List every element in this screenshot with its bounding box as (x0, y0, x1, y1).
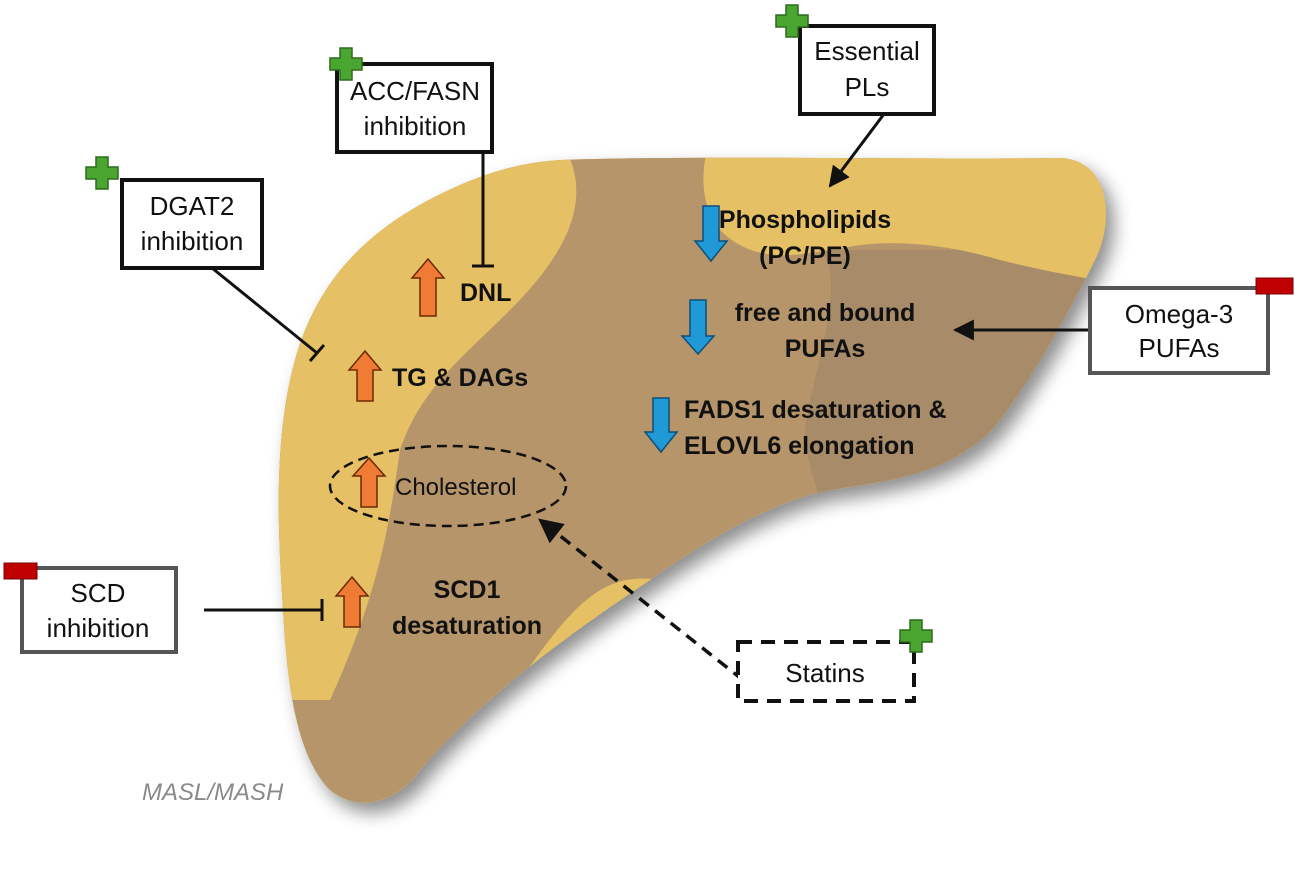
intervention-omega3: Omega-3 PUFAs (1088, 277, 1294, 375)
down-arrow-icon (680, 299, 716, 356)
intervention-essential-pls: Essential PLs (775, 4, 936, 116)
statins-label: Statins (785, 658, 865, 688)
up-arrow-icon (410, 257, 446, 317)
change-dnl: DNL (410, 257, 511, 317)
up-arrow-icon (351, 456, 387, 508)
intervention-dgat2: DGAT2 inhibition (85, 156, 264, 270)
change-fads1: FADS1 desaturation & ELOVL6 elongation (643, 396, 947, 460)
essential-pls-arrow (828, 113, 886, 188)
down-arrow-icon (693, 205, 729, 263)
intervention-scd: SCD inhibition (3, 562, 178, 654)
omega3-box (1088, 286, 1270, 375)
scd-label-line2: inhibition (47, 613, 150, 643)
essential-pls-box (798, 24, 936, 116)
cholesterol-highlight-ellipse (328, 444, 568, 528)
up-arrow-icon (334, 575, 370, 628)
change-scd1: SCD1 desaturation (334, 575, 542, 640)
acc-fasn-label-line1: ACC/FASN (350, 76, 480, 106)
dgat2-label-line1: DGAT2 (150, 191, 235, 221)
scd1-label-line2: desaturation (392, 612, 542, 640)
pufas-label-line2: PUFAs (785, 335, 866, 363)
minus-icon (1255, 277, 1294, 295)
omega3-label-line1: Omega-3 (1125, 299, 1233, 329)
up-arrow-icon (347, 349, 383, 402)
tg-dags-label: TG & DAGs (392, 364, 528, 392)
change-pufas: free and bound PUFAs (680, 299, 916, 363)
acc-fasn-box (335, 62, 494, 154)
change-phospholipids: Phospholipids (PC/PE) (693, 205, 891, 270)
essential-pls-label-line1: Essential (814, 36, 920, 66)
dgat2-label-line2: inhibition (141, 226, 244, 256)
cholesterol-label: Cholesterol (395, 474, 516, 501)
liver-light-region-top (703, 157, 1106, 290)
dnl-label: DNL (460, 279, 511, 307)
plus-icon (899, 619, 933, 653)
essential-pls-label-line2: PLs (845, 72, 890, 102)
dgat2-inhibit-line (211, 266, 318, 355)
statins-box (736, 640, 916, 703)
pufas-label-line1: free and bound (735, 299, 916, 327)
intervention-acc-fasn: ACC/FASN inhibition (329, 47, 494, 154)
dgat2-box (120, 178, 264, 270)
change-cholesterol: Cholesterol (351, 456, 516, 508)
connectors (204, 113, 1090, 682)
plus-icon (329, 47, 363, 81)
minus-icon (3, 562, 38, 580)
down-arrow-icon (643, 397, 679, 454)
plus-icon (775, 4, 809, 38)
plus-icon (85, 156, 119, 190)
scd-label-line1: SCD (71, 578, 126, 608)
fads1-label-line2: ELOVL6 elongation (684, 432, 915, 460)
phospholipids-label-line1: Phospholipids (719, 206, 891, 234)
statins-dashed-arrow (538, 518, 745, 682)
scd1-label-line1: SCD1 (434, 576, 501, 604)
acc-fasn-label-line2: inhibition (364, 111, 467, 141)
intervention-statins: Statins (736, 619, 933, 703)
phospholipids-label-line2: (PC/PE) (759, 242, 851, 270)
dgat2-inhibit-bar (308, 344, 326, 362)
change-tg-dags: TG & DAGs (347, 349, 528, 402)
scd-box (20, 566, 178, 654)
disease-label: MASL/MASH (142, 779, 284, 806)
omega3-label-line2: PUFAs (1139, 333, 1220, 363)
fads1-label-line1: FADS1 desaturation & (684, 396, 947, 424)
